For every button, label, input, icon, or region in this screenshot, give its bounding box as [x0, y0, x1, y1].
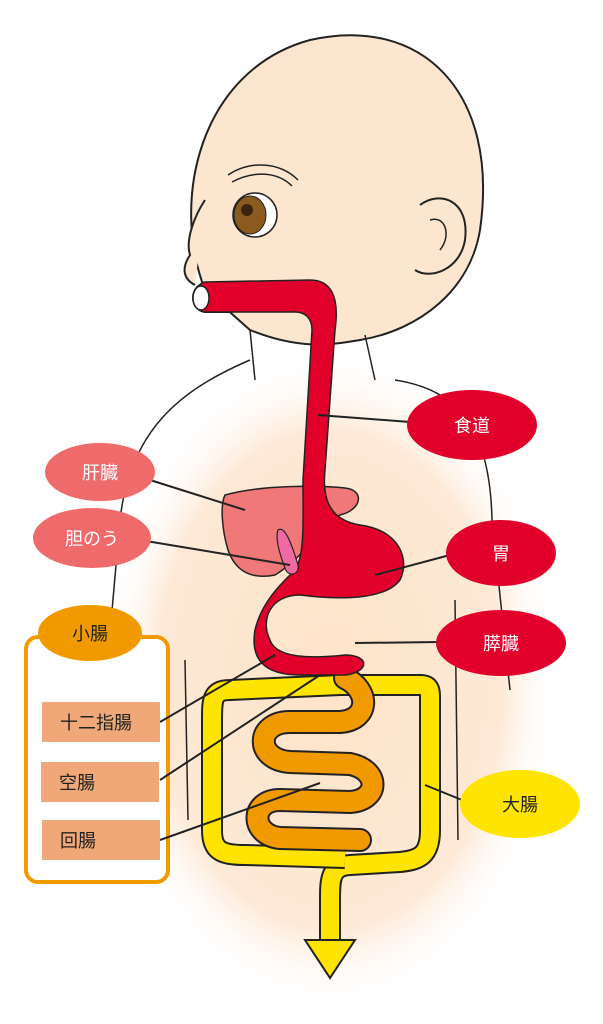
head [190, 34, 485, 346]
label-duodenum: 十二指腸 [42, 702, 160, 742]
face-profile [183, 199, 206, 286]
label-small-intestine: 小腸 [38, 605, 142, 661]
label-liver: 肝臓 [45, 443, 155, 501]
neck [249, 329, 376, 381]
arrow-head-icon [303, 939, 357, 980]
esophagus-stomach [194, 279, 405, 676]
label-pancreas: 膵臓 [436, 610, 566, 676]
eyebrow [227, 164, 299, 187]
label-large-intestine: 大腸 [460, 770, 580, 838]
gallbladder [276, 528, 299, 575]
label-esophagus: 食道 [407, 390, 537, 460]
label-stomach: 胃 [446, 520, 556, 586]
label-ileum: 回腸 [42, 820, 160, 860]
leader-lines [139, 414, 463, 841]
ear [414, 197, 467, 275]
label-jejunum: 空腸 [41, 762, 159, 802]
label-gallbladder: 胆のう [33, 508, 151, 568]
